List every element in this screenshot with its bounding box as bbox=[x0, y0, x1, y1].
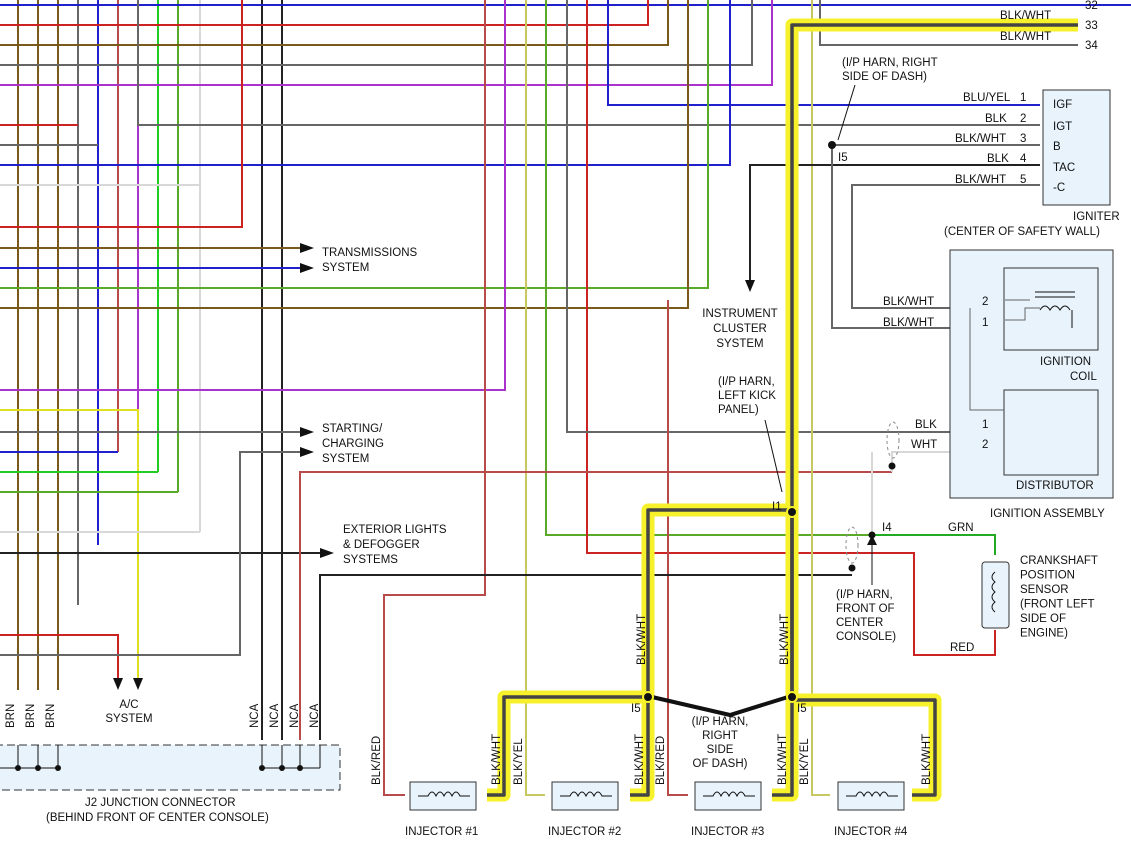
injector-1: BLK/RED BLK/WHT INJECTOR #1 bbox=[371, 734, 503, 838]
splice-label-i5-left: I5 bbox=[631, 703, 641, 715]
igniter-wire: BLK/WHT bbox=[955, 174, 1006, 186]
wire-color-33: BLK/WHT bbox=[1000, 10, 1051, 22]
igniter-pin-num: 3 bbox=[1020, 133, 1026, 145]
splice-dot bbox=[828, 141, 836, 149]
igniter-pin-num: 2 bbox=[1020, 113, 1026, 125]
injector-label: INJECTOR #4 bbox=[834, 826, 908, 838]
ignition-assembly: BLK/WHT 2 BLK/WHT 1 IGNITION COIL BLK 1 … bbox=[883, 249, 1114, 520]
splice-label-i1: I1 bbox=[772, 501, 782, 513]
harness-wires bbox=[0, 0, 1131, 796]
igniter-pins: BLU/YEL 1 IGF BLK 2 IGT BLK/WHT 3 B BLK … bbox=[955, 92, 1075, 194]
injector-3: BLK/RED BLK/WHT INJECTOR #3 bbox=[655, 734, 789, 838]
splice-label-i4: I4 bbox=[882, 522, 892, 534]
igniter-pin-num: 4 bbox=[1020, 153, 1027, 165]
coil-label-1: IGNITION bbox=[1040, 356, 1091, 368]
j2-junction-connector: BRN BRN BRN NCA NCA NCA NCA J2 JUNCTION … bbox=[0, 703, 341, 824]
injector-wire: BLK/WHT bbox=[777, 734, 789, 785]
junction-pin-label: NCA bbox=[289, 703, 301, 728]
crankshaft-sensor-box bbox=[981, 561, 1010, 629]
junction-pin-label: NCA bbox=[249, 703, 261, 728]
coil-wire: BLK/WHT bbox=[883, 296, 934, 308]
system-arrows bbox=[113, 243, 755, 690]
igniter-pin-label: B bbox=[1053, 141, 1061, 153]
igniter-pin-label: IGT bbox=[1053, 121, 1072, 133]
injector-wire: BLK/WHT bbox=[634, 734, 646, 785]
injector-wire: BLK/YEL bbox=[799, 738, 811, 785]
coil-pin-num: 1 bbox=[982, 317, 988, 329]
distributor-wire: WHT bbox=[911, 439, 937, 451]
junction-pin-label: BRN bbox=[45, 704, 57, 728]
junction-pin-label: NCA bbox=[269, 703, 281, 728]
vertical-wire-label: BLK/WHT bbox=[636, 614, 648, 665]
injector-wire: BLK/WHT bbox=[921, 734, 933, 785]
vertical-wire-label: BLK/WHT bbox=[779, 614, 791, 665]
igniter-wire: BLK/WHT bbox=[955, 133, 1006, 145]
top-connector-pins: 32 33 34 BLK/WHT BLK/WHT bbox=[1000, 0, 1098, 52]
injectors: BLK/RED BLK/WHT INJECTOR #1 BLK/YEL BLK/… bbox=[371, 734, 933, 838]
igniter-wire: BLU/YEL bbox=[963, 92, 1011, 104]
injector-label: INJECTOR #3 bbox=[691, 826, 764, 838]
junction-pin-label: BRN bbox=[25, 704, 37, 728]
pin-32: 32 bbox=[1085, 0, 1098, 12]
injector-wire: BLK/RED bbox=[371, 736, 383, 785]
injector-4: BLK/YEL BLK/WHT INJECTOR #4 bbox=[799, 734, 933, 838]
wire-color-34: BLK/WHT bbox=[1000, 31, 1051, 43]
pin-33: 33 bbox=[1085, 20, 1098, 32]
igniter-pin-label: TAC bbox=[1053, 162, 1075, 174]
distributor-pin-num: 1 bbox=[982, 419, 988, 431]
splice-label-i5: I5 bbox=[838, 152, 848, 164]
junction-pin-label: BRN bbox=[5, 704, 17, 728]
crankshaft-red-wire: RED bbox=[950, 642, 974, 654]
injector-wire: BLK/YEL bbox=[513, 738, 525, 785]
igniter-wire: BLK bbox=[987, 153, 1009, 165]
ignition-assembly-title: IGNITION ASSEMBLY bbox=[990, 508, 1105, 520]
injector-label: INJECTOR #1 bbox=[405, 826, 478, 838]
pin-34: 34 bbox=[1085, 40, 1098, 52]
distributor-label: DISTRIBUTOR bbox=[1016, 480, 1094, 492]
junction-sublabel: (BEHIND FRONT OF CENTER CONSOLE) bbox=[46, 812, 269, 824]
injector-wire: BLK/WHT bbox=[491, 734, 503, 785]
distributor-wire: BLK bbox=[915, 419, 937, 431]
junction-label: J2 JUNCTION CONNECTOR bbox=[85, 797, 236, 809]
highlighted-circuit bbox=[487, 18, 1078, 802]
splice-label-i5-right: I5 bbox=[797, 703, 807, 715]
igniter-pin-label: IGF bbox=[1053, 99, 1072, 111]
crankshaft-grn-wire: GRN bbox=[948, 522, 974, 534]
igniter: BLU/YEL 1 IGF BLK 2 IGT BLK/WHT 3 B BLK … bbox=[828, 57, 1120, 238]
distributor-box bbox=[1003, 389, 1099, 476]
injector-label: INJECTOR #2 bbox=[548, 826, 621, 838]
igniter-pin-num: 1 bbox=[1020, 92, 1026, 104]
distributor-pin-num: 2 bbox=[982, 439, 988, 451]
coil-pin-num: 2 bbox=[982, 296, 988, 308]
coil-label-2: COIL bbox=[1070, 371, 1097, 383]
igniter-pin-num: 5 bbox=[1020, 174, 1026, 186]
injector-2: BLK/YEL BLK/WHT INJECTOR #2 bbox=[513, 734, 646, 838]
junction-pin-label: NCA bbox=[309, 703, 321, 728]
igniter-subtitle: (CENTER OF SAFETY WALL) bbox=[944, 226, 1100, 238]
igniter-box bbox=[1042, 89, 1111, 206]
coil-wire: BLK/WHT bbox=[883, 317, 934, 329]
igniter-pin-label: -C bbox=[1053, 182, 1065, 194]
injector-wire: BLK/RED bbox=[655, 736, 667, 785]
igniter-title: IGNITER bbox=[1073, 211, 1120, 223]
igniter-wire: BLK bbox=[985, 113, 1007, 125]
